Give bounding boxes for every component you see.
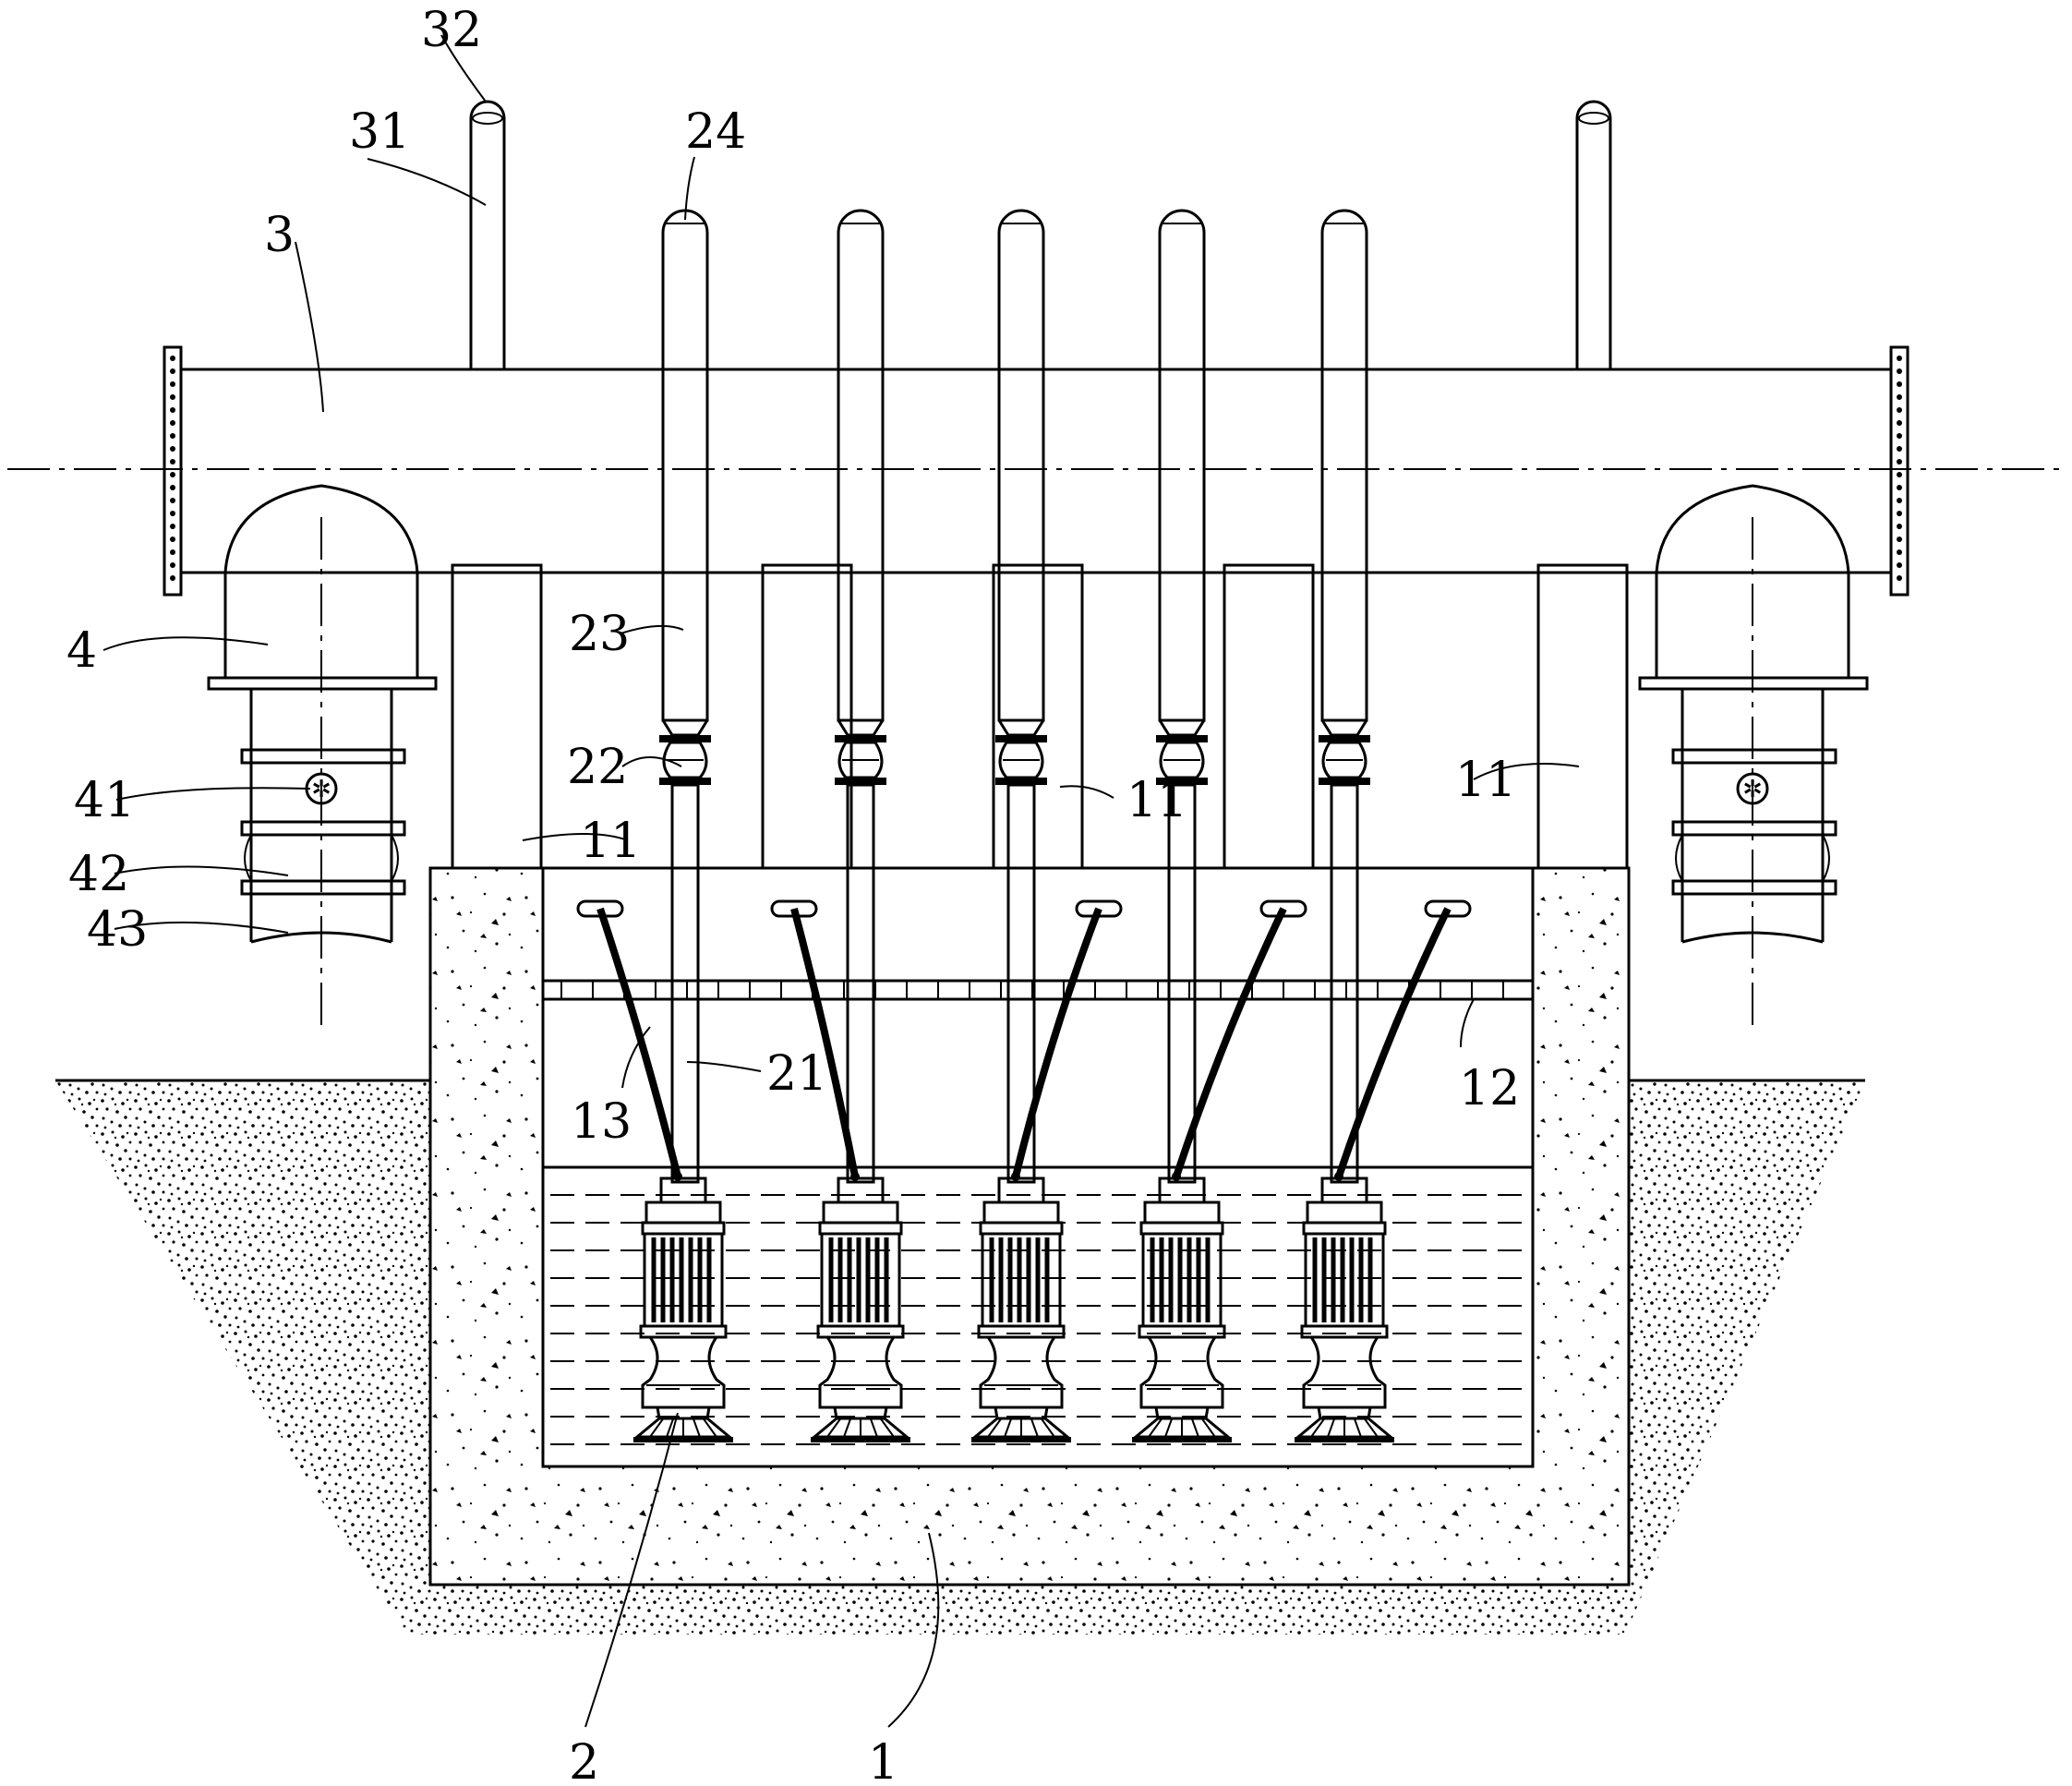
- coupling-flange: [659, 778, 711, 785]
- center-lines: [7, 468, 2068, 1034]
- label-11-mid: 11: [1126, 773, 1187, 828]
- label-41: 41: [74, 773, 135, 828]
- coupling-flange: [835, 778, 886, 785]
- pump-cable: [790, 907, 859, 1177]
- coupling-flange: [995, 778, 1047, 785]
- coupling-flange: [835, 735, 886, 742]
- submersible-pump: [1131, 1177, 1233, 1442]
- part-labels: 32 31 3 24 23 22 4 41 42 43 11 11 11 21 …: [66, 3, 1520, 1786]
- coupling-flange: [1156, 735, 1208, 742]
- label-31: 31: [349, 104, 410, 160]
- riser-upper: [997, 209, 1045, 722]
- pump-unit: [770, 209, 911, 1442]
- coupling-flange: [659, 735, 711, 742]
- riser-lower: [670, 783, 700, 1184]
- cable-hook: [770, 899, 818, 918]
- riser-lower: [1006, 783, 1036, 1184]
- coupling-flange: [1319, 778, 1370, 785]
- riser-lower: [1167, 783, 1197, 1184]
- label-3: 3: [264, 208, 295, 263]
- label-13: 13: [571, 1094, 632, 1150]
- riser-upper: [1158, 209, 1206, 722]
- pump-unit: [1294, 209, 1472, 1442]
- pump-cable: [1335, 907, 1452, 1178]
- label-43: 43: [87, 902, 148, 958]
- label-12: 12: [1459, 1061, 1520, 1116]
- pump-unit: [970, 209, 1123, 1442]
- label-2: 2: [569, 1735, 599, 1786]
- label-22: 22: [567, 740, 628, 795]
- cable-hook: [576, 899, 624, 918]
- outlet-right: ✲: [1638, 484, 1869, 944]
- cable-hook: [1424, 899, 1472, 918]
- label-4: 4: [66, 623, 97, 679]
- coupling-flange: [1156, 778, 1208, 785]
- label-11-left: 11: [580, 814, 641, 869]
- pump-unit: [1131, 209, 1307, 1442]
- label-24: 24: [685, 104, 746, 160]
- leader-lines: [102, 34, 1580, 1728]
- riser-upper: [1320, 209, 1368, 722]
- riser-lower: [1330, 783, 1359, 1184]
- riser-lower: [846, 783, 875, 1184]
- outlet-left: ✲: [207, 484, 438, 944]
- label-32: 32: [421, 3, 482, 58]
- submersible-pump: [970, 1177, 1072, 1442]
- riser-upper: [837, 209, 885, 722]
- vent-pipes: [469, 100, 1612, 369]
- cable-hook: [1075, 899, 1123, 918]
- label-1: 1: [868, 1735, 898, 1786]
- submersible-pump: [810, 1177, 911, 1442]
- header-pipe: [163, 345, 1909, 597]
- support-columns: [451, 563, 1629, 870]
- submersible-pump: [632, 1177, 734, 1442]
- label-42: 42: [68, 847, 129, 902]
- label-11-right: 11: [1455, 753, 1516, 808]
- label-23: 23: [569, 607, 630, 662]
- label-21: 21: [766, 1046, 827, 1102]
- water-level: [543, 1165, 1533, 1445]
- coupling-flange: [1319, 735, 1370, 742]
- submersible-pump: [1294, 1177, 1395, 1442]
- grating: [541, 979, 1535, 1001]
- riser-upper: [661, 209, 709, 722]
- coupling-flange: [995, 735, 1047, 742]
- pump-cable: [1012, 907, 1102, 1177]
- cable-hook: [1259, 899, 1307, 918]
- pump-cable: [1173, 907, 1287, 1178]
